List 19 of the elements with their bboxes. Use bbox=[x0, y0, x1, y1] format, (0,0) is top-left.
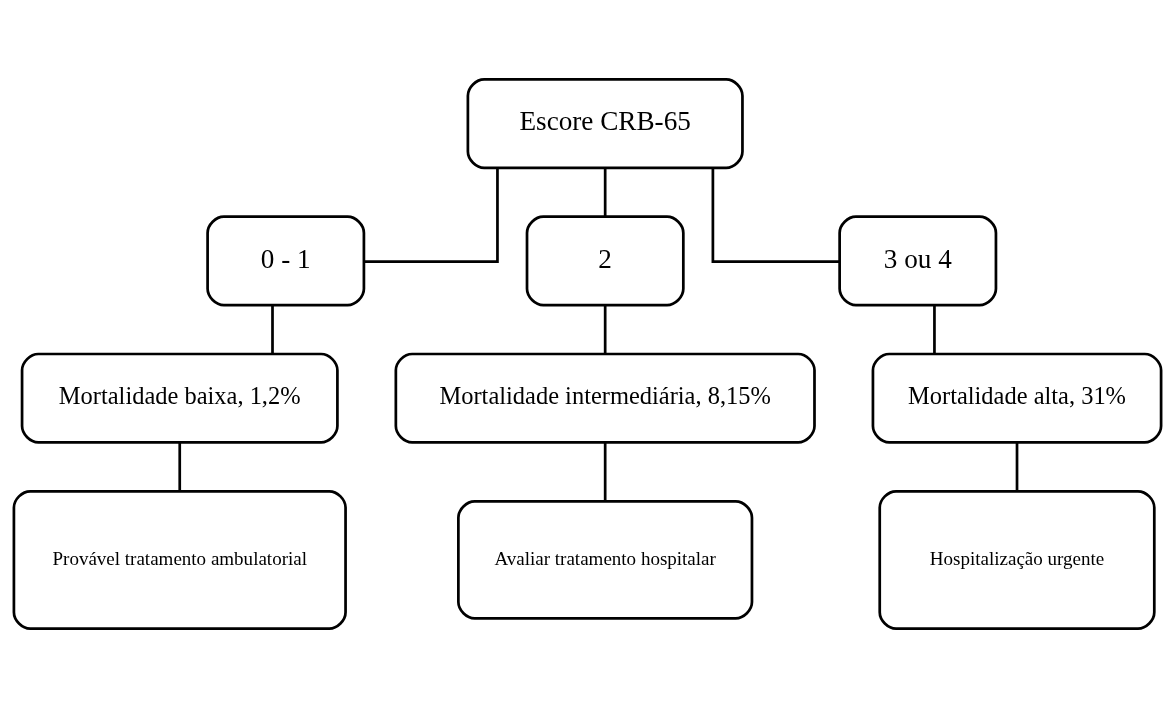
connector bbox=[364, 168, 499, 263]
connector bbox=[271, 305, 274, 354]
node-box: Mortalidade intermediária, 8,15% bbox=[394, 352, 816, 444]
node-box: Hospitalização urgente bbox=[878, 489, 1156, 630]
connector bbox=[933, 305, 936, 354]
node-box: Escore CRB-65 bbox=[466, 78, 744, 170]
connector bbox=[711, 168, 840, 263]
node-box: Provável tratamento ambulatorial bbox=[12, 489, 347, 630]
connector bbox=[178, 442, 182, 491]
node-box: Mortalidade alta, 31% bbox=[871, 352, 1163, 444]
node-box: Mortalidade baixa, 1,2% bbox=[20, 352, 339, 444]
node-box: Avaliar tratamento hospitalar bbox=[457, 500, 754, 620]
connector bbox=[603, 167, 607, 217]
connector bbox=[603, 442, 607, 502]
connector bbox=[603, 305, 607, 354]
node-box: 0 - 1 bbox=[206, 215, 366, 307]
node-box: 2 bbox=[525, 215, 685, 307]
node-box: 3 ou 4 bbox=[838, 215, 998, 307]
connector bbox=[1015, 442, 1019, 491]
